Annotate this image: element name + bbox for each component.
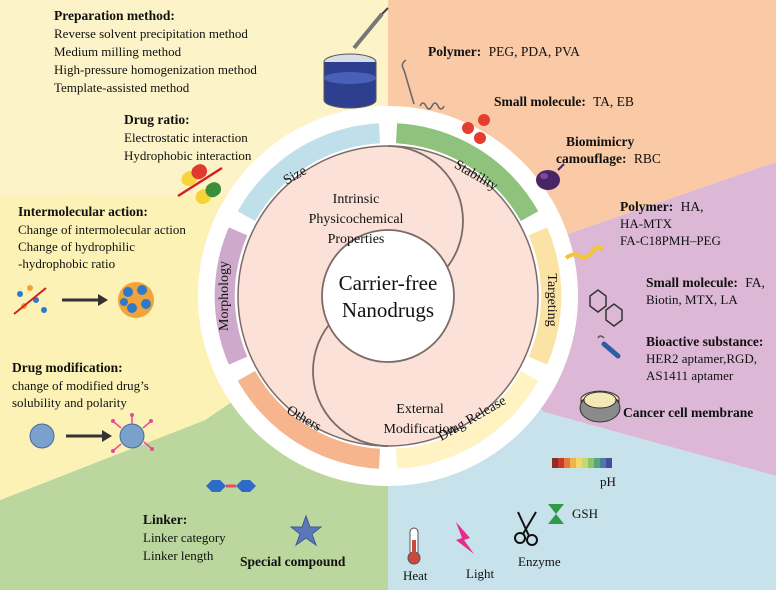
ring-segment-stability [395, 123, 539, 222]
center-title-line2: Nanodrugs [342, 298, 434, 322]
release-gsh: GSH [572, 506, 598, 521]
dots-to-cluster-icon [13, 282, 154, 318]
targeting-membrane: Cancer cell membrane [623, 405, 753, 420]
drug-ratio-item-1: Electrostatic interaction [124, 130, 248, 145]
preparation-item-1: Reverse solvent precipitation method [54, 26, 248, 41]
targeting-bio-title: Bioactive substance: [646, 334, 763, 349]
cancer-cell-membrane-icon [579, 390, 621, 423]
sphere-modification-icon [29, 413, 154, 453]
hourglass-icon [548, 504, 564, 524]
stability-polymer-text: PEG, PDA, PVA [489, 44, 581, 59]
preparation-item-4: Template-assisted method [54, 80, 190, 95]
thermometer-icon [407, 527, 421, 565]
stability-polymer-line: Polymer: PEG, PDA, PVA [428, 44, 580, 59]
scissors-icon [514, 511, 538, 546]
targeting-small-l1: FA, [745, 275, 765, 290]
stability-bio-text: RBC [634, 151, 661, 166]
mod-item-1: change of modified drug’s [12, 378, 149, 393]
targeting-bio-l1: HER2 aptamer,RGD, [646, 351, 757, 366]
release-enzyme: Enzyme [518, 554, 561, 569]
intrinsic-line2: Physicochemical [309, 212, 404, 227]
inter-item-3: -hydrophobic ratio [18, 256, 115, 271]
linker-item-1: Linker category [143, 530, 226, 545]
release-light: Light [466, 566, 495, 581]
release-ph: pH [600, 474, 616, 489]
small-molecule-spheres-icon [462, 114, 490, 144]
hexagon-molecule-icon [589, 289, 623, 327]
center-circle [321, 229, 455, 363]
linker-title: Linker: [143, 512, 187, 527]
preparation-title: Preparation method: [54, 8, 175, 23]
release-heat: Heat [403, 568, 428, 583]
external-line2: Modification [383, 422, 456, 437]
targeting-small-l2: Biotin, MTX, LA [646, 292, 738, 307]
targeting-polymer-l1: HA, [681, 199, 704, 214]
center-title-line1: Carrier-free [339, 271, 438, 295]
red-blood-cell-icon [536, 163, 565, 190]
mod-item-2: solubility and polarity [12, 395, 127, 410]
special-compound: Special compound [240, 554, 346, 569]
external-line1: External [396, 402, 444, 417]
sector-targeting [388, 162, 776, 476]
beaker-syringe-icon [323, 7, 389, 109]
ph-scale-icon [552, 458, 612, 468]
targeting-bio-l2: AS1411 aptamer [646, 368, 734, 383]
mod-title: Drug modification: [12, 360, 123, 375]
ring-segment-release [395, 370, 539, 469]
inter-item-2: Change of hydrophilic [18, 239, 135, 254]
stability-polymer-title: Polymer: [428, 44, 481, 59]
linker-molecule-icon [206, 480, 256, 492]
ring-group [198, 106, 578, 486]
stability-bio-title-1: Biomimicry [566, 134, 634, 149]
stability-bio-title-2: camouflage: [556, 151, 626, 166]
star-icon [289, 514, 323, 547]
targeting-small-title: Small molecule: [646, 275, 738, 290]
drug-ratio-item-2: Hydrophobic interaction [124, 148, 252, 163]
preparation-item-3: High-pressure homogenization method [54, 62, 257, 77]
aptamer-icon [597, 335, 621, 359]
inter-title: Intermolecular action: [18, 204, 148, 219]
inter-item-1: Change of intermolecular action [18, 222, 186, 237]
targeting-polymer-icon [564, 245, 604, 260]
linker-item-2: Linker length [143, 548, 214, 563]
targeting-small-line1: Small molecule: FA, [646, 275, 765, 290]
lightning-icon [456, 522, 474, 554]
targeting-polymer-title: Polymer: [620, 199, 673, 214]
ring-segment-others [237, 370, 381, 469]
drug-ratio-title: Drug ratio: [124, 112, 190, 127]
intrinsic-line3: Properties [328, 232, 385, 247]
ring-segment-morphology [214, 227, 248, 365]
targeting-polymer-line1: Polymer: HA, [620, 199, 703, 214]
stability-bio-line: camouflage: RBC [556, 151, 661, 166]
intrinsic-line1: Intrinsic [333, 192, 380, 207]
targeting-polymer-l3: FA-C18PMH–PEG [620, 233, 721, 248]
preparation-item-2: Medium milling method [54, 44, 182, 59]
stability-small-line: Small molecule: TA, EB [494, 94, 634, 109]
ring-segment-targeting [528, 227, 562, 365]
ring-segment-size [237, 123, 381, 222]
stability-small-text: TA, EB [593, 94, 634, 109]
stability-small-title: Small molecule: [494, 94, 586, 109]
ring-label-morphology: Morphology [217, 261, 232, 331]
polymer-chain-icon [401, 59, 445, 110]
targeting-polymer-l2: HA-MTX [620, 216, 673, 231]
pills-icon [177, 164, 223, 205]
ring-label-targeting: Targeting [544, 273, 559, 326]
